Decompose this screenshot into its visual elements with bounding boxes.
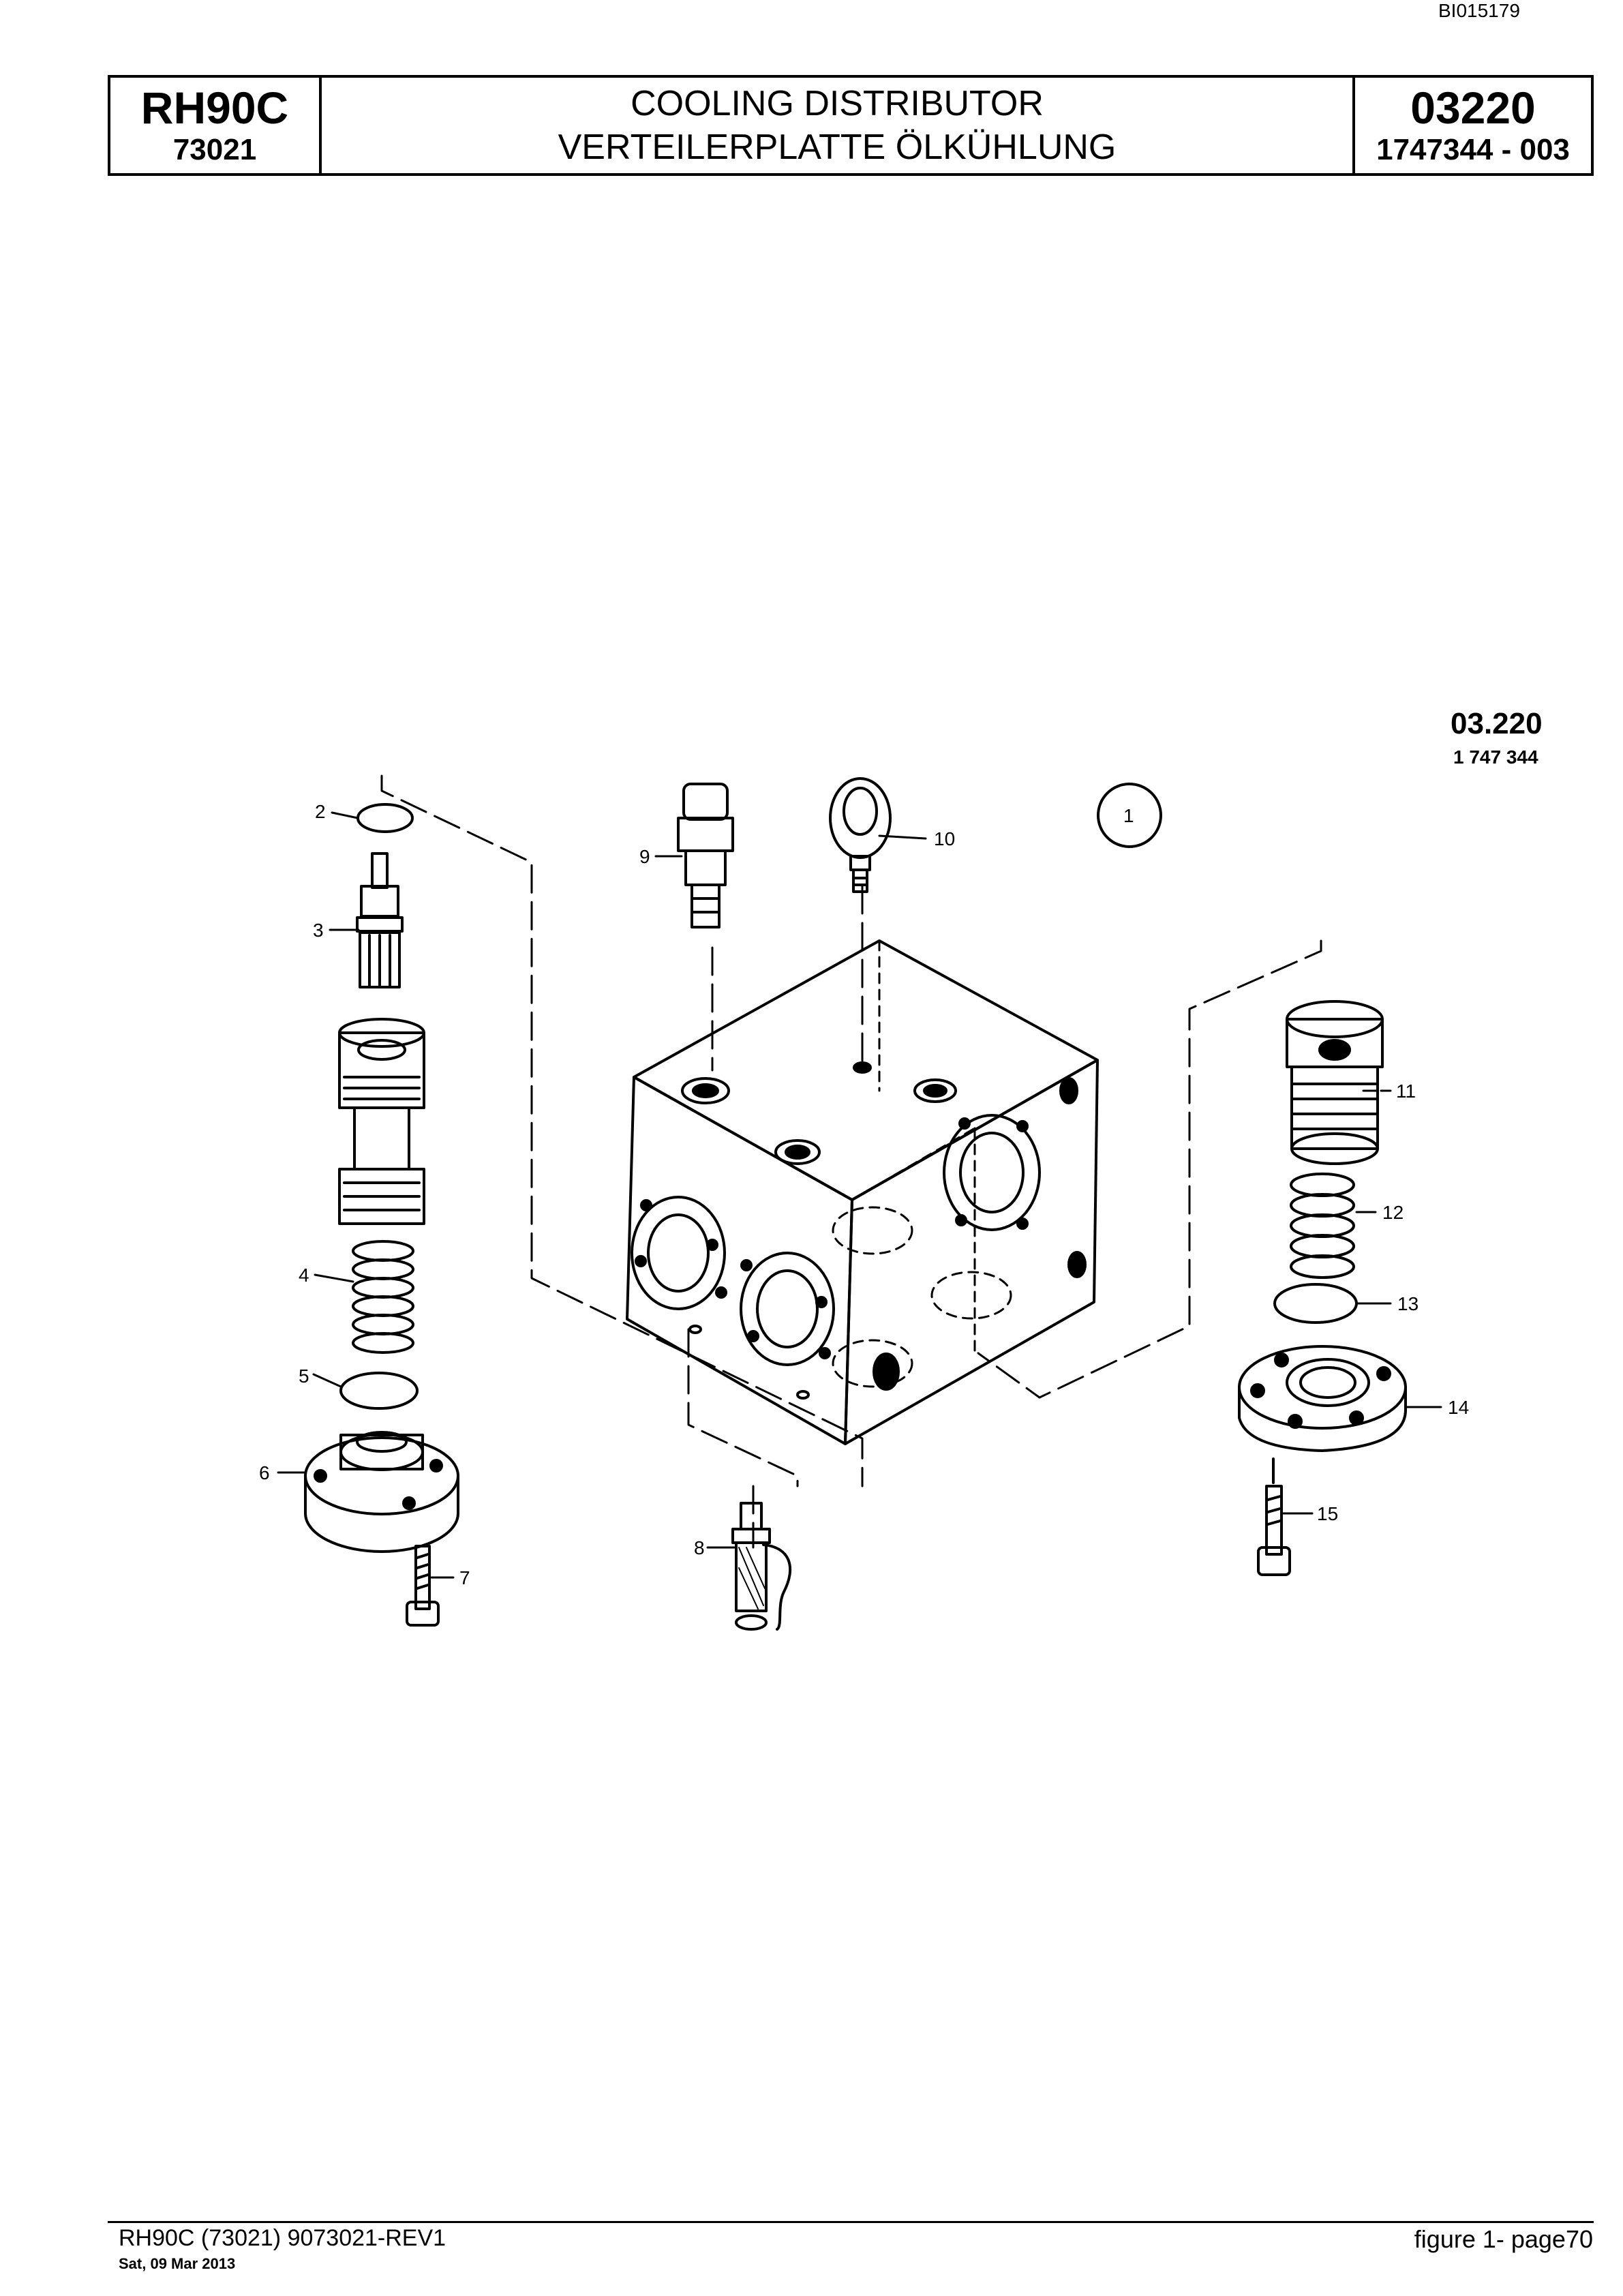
part-5-o-ring: [339, 1372, 419, 1410]
callout-1: 1: [1123, 805, 1134, 826]
callout-leaders: [277, 811, 1442, 1579]
callout-14: 14: [1448, 1397, 1469, 1418]
callout-7: 7: [459, 1567, 470, 1588]
part-2-o-ring: [357, 803, 414, 833]
assembly-lines: [380, 774, 1322, 1549]
model-name: RH90C: [140, 82, 289, 133]
distributor-block: [626, 939, 1099, 1445]
part-6-flange-cover: [304, 1431, 459, 1553]
title-cell: COOLING DISTRIBUTOR VERTEILERPLATTE ÖLKÜ…: [322, 78, 1355, 173]
part-12-spring: [1290, 1173, 1355, 1279]
code-cell: 03220 1747344 - 003: [1355, 78, 1591, 173]
group-code: 03220: [1410, 82, 1536, 133]
part-3-valve-stem: [356, 852, 404, 988]
part-8-test-coupling: [731, 1502, 792, 1631]
model-cell: RH90C 73021: [110, 78, 322, 173]
part-number: 1747344 - 003: [1376, 133, 1570, 166]
callout-labels: 1 2 3 4 5 6 7 8 9 10 11 12 13 14 15: [259, 801, 1469, 1588]
part-15-screw: [1257, 1457, 1291, 1576]
model-number: 73021: [172, 133, 257, 166]
valve-sleeve: [338, 1018, 425, 1225]
callout-8: 8: [694, 1537, 705, 1558]
callout-9: 9: [639, 846, 650, 867]
part-10-eye-bolt: [829, 777, 892, 893]
part-13-o-ring: [1273, 1283, 1358, 1324]
callout-10: 10: [934, 828, 955, 849]
part-14-flange: [1238, 1345, 1407, 1452]
footer-document-ref: RH90C (73021) 9073021-REV1: [119, 2225, 446, 2251]
callout-6: 6: [259, 1462, 270, 1483]
callout-13: 13: [1397, 1293, 1419, 1314]
callout-5: 5: [299, 1365, 309, 1387]
title-block: RH90C 73021 COOLING DISTRIBUTOR VERTEILE…: [108, 75, 1594, 176]
part-7-screw: [406, 1545, 440, 1627]
callout-15: 15: [1317, 1503, 1338, 1524]
part-11-plug: [1286, 1000, 1384, 1165]
footer-divider: [108, 2221, 1594, 2223]
footer-date: Sat, 09 Mar 2013: [119, 2255, 236, 2272]
title-english: COOLING DISTRIBUTOR: [631, 84, 1044, 123]
callout-11: 11: [1396, 1081, 1416, 1102]
title-german: VERTEILERPLATTE ÖLKÜHLUNG: [558, 127, 1117, 167]
part-1-circle-marker: [1097, 783, 1162, 848]
part-9-sensor: [677, 783, 734, 928]
callout-4: 4: [299, 1265, 309, 1286]
footer-page-ref: figure 1- page70: [1414, 2225, 1593, 2253]
callout-2: 2: [315, 801, 326, 822]
drawing-ref-code: 03.220: [1451, 707, 1543, 740]
part-4-spring: [352, 1240, 414, 1354]
callout-3: 3: [313, 920, 324, 941]
callout-12: 12: [1382, 1202, 1404, 1223]
drawing-ref-part: 1 747 344: [1453, 746, 1538, 768]
document-id: BI015179: [1438, 0, 1520, 21]
